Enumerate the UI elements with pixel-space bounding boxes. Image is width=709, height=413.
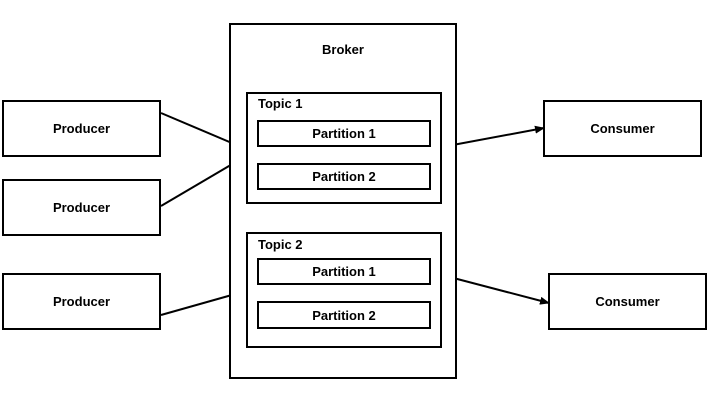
partition-box: Partition 1 (257, 258, 431, 285)
producer-box: Producer (2, 100, 161, 157)
partition-box: Partition 2 (257, 301, 431, 329)
producer-box: Producer (2, 273, 161, 330)
arrow-topic-1-to-consumer-1 (441, 125, 545, 148)
producer-box: Producer (2, 179, 161, 236)
topic-label: Topic 2 (258, 237, 303, 252)
partition-box: Partition 1 (257, 120, 431, 147)
arrow-topic-2-to-consumer-2 (441, 274, 550, 305)
topic-label: Topic 1 (258, 96, 303, 111)
broker-label: Broker (322, 42, 364, 57)
consumer-box: Consumer (543, 100, 702, 157)
partition-box: Partition 2 (257, 163, 431, 190)
consumer-box: Consumer (548, 273, 707, 330)
